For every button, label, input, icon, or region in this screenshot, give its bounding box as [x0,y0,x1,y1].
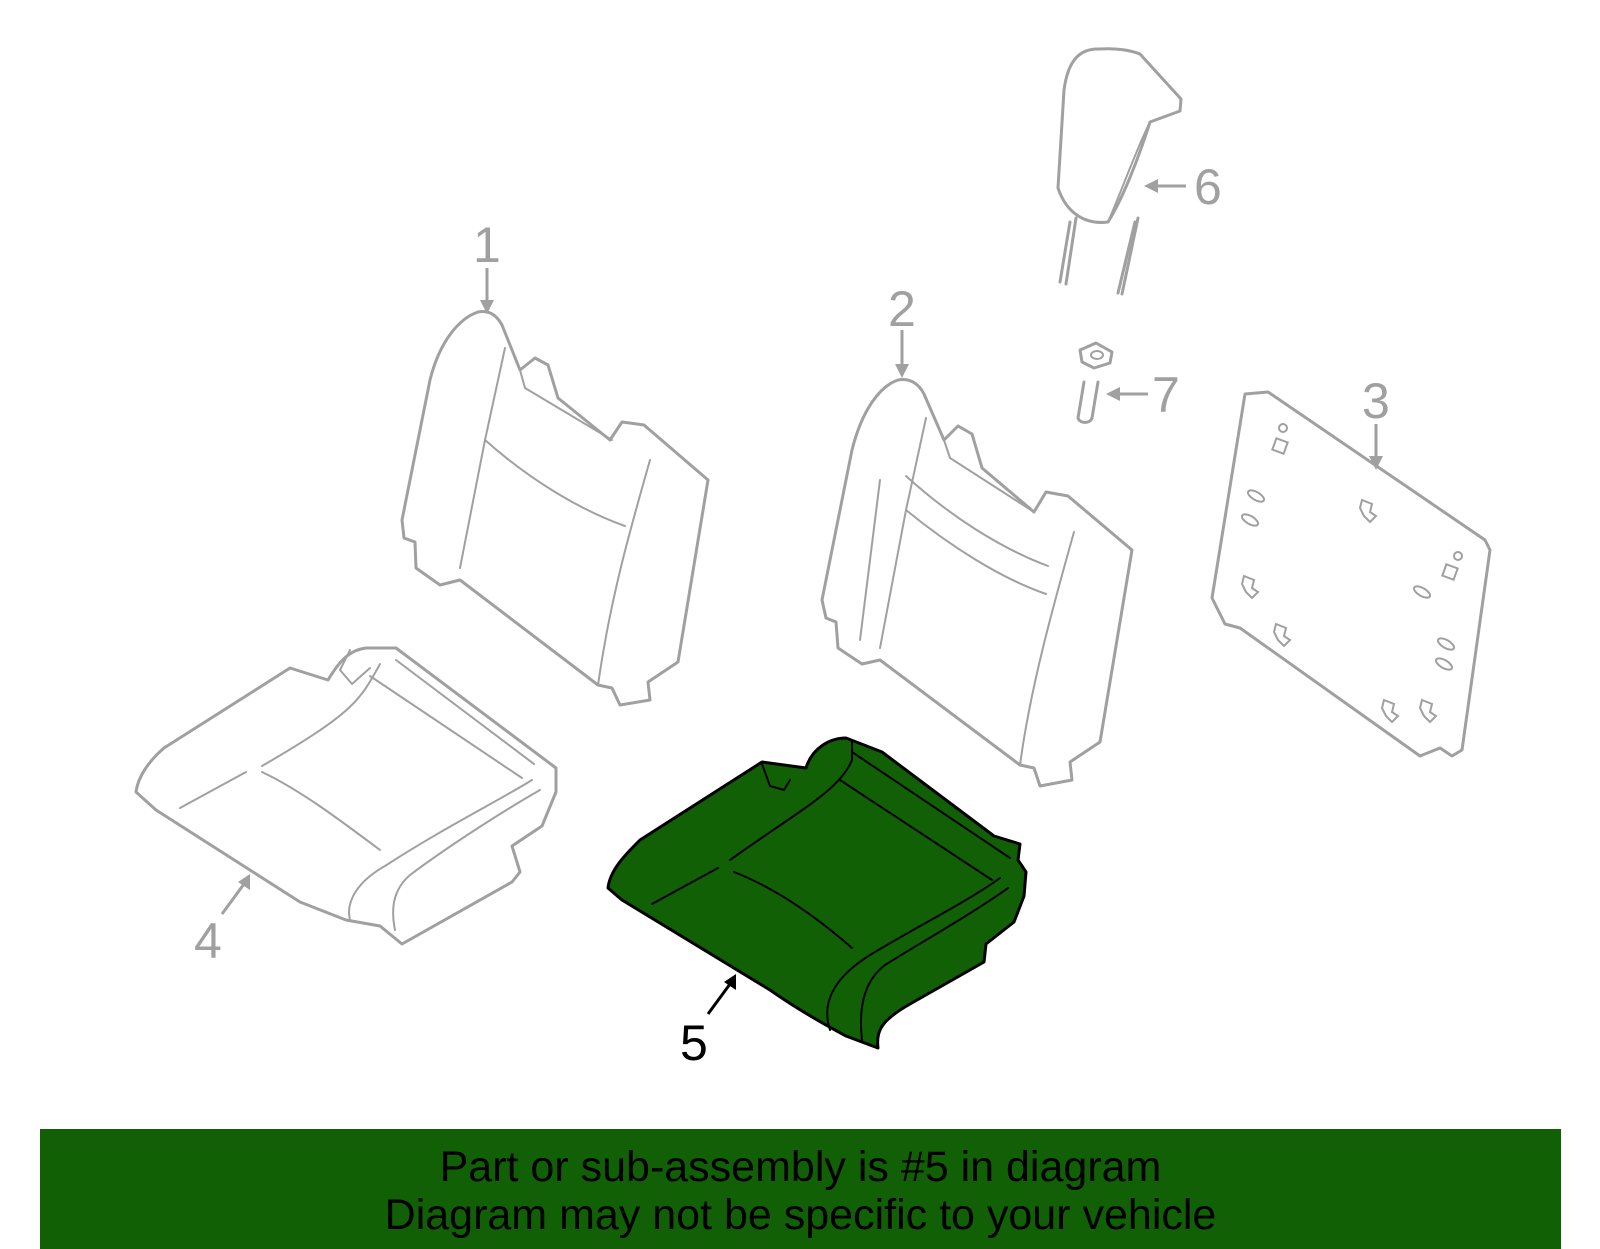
callout-2-label: 2 [888,281,916,337]
callout-5: 5 [680,974,736,1071]
part-1-seat-back-left[interactable] [400,310,710,707]
callout-6-label: 6 [1194,159,1222,215]
parts-diagram: 1 2 3 4 5 6 7 [134,47,1492,1071]
callout-7: 7 [1106,367,1180,423]
callout-7-label: 7 [1152,367,1180,423]
callout-2: 2 [888,281,916,378]
part-5-seat-cushion-highlighted[interactable] [606,736,1028,1050]
part-2-seat-back-right[interactable] [820,378,1134,788]
callout-1-label: 1 [473,217,501,273]
callout-4-label: 4 [194,913,222,969]
info-banner: Part or sub-assembly is #5 in diagram Di… [40,1129,1561,1249]
part-5-shape [606,736,1028,1050]
part-3-back-panel[interactable] [1210,390,1492,758]
part-7-guide[interactable] [1076,341,1114,424]
banner-line-2: Diagram may not be specific to your vehi… [384,1191,1217,1239]
callout-1: 1 [473,217,501,314]
part-4-seat-cushion-left[interactable] [134,646,558,946]
part-6-headrest[interactable] [1056,47,1183,296]
callout-3: 3 [1362,373,1390,470]
callout-5-label: 5 [680,1015,708,1071]
callout-3-label: 3 [1362,373,1390,429]
banner-line-1: Part or sub-assembly is #5 in diagram [439,1143,1162,1191]
callout-6: 6 [1144,159,1222,215]
callout-4: 4 [194,874,250,969]
